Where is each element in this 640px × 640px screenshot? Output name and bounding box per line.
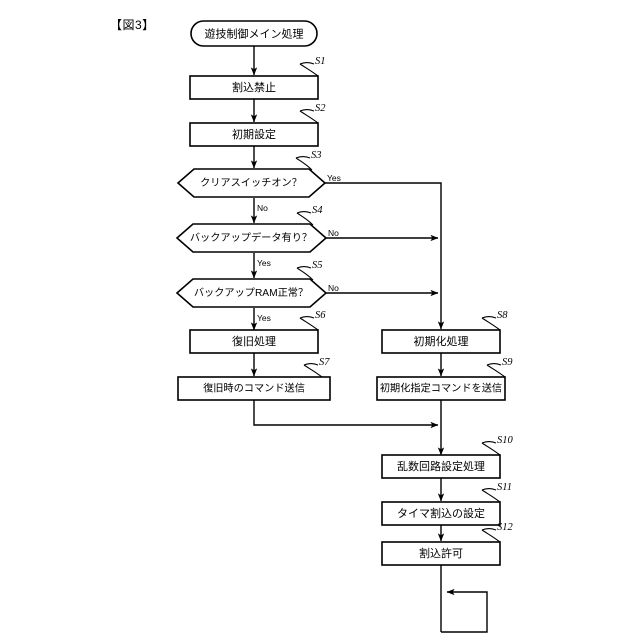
node-start: 遊技制御メイン処理 <box>190 20 318 47</box>
step-label-s10: S10 <box>497 435 514 446</box>
node-s12-label: 割込許可 <box>419 546 463 560</box>
node-s5-label: バックアップRAM正常？ <box>194 286 308 299</box>
step-label-s4: S4 <box>312 205 323 216</box>
step-label-s7: S7 <box>319 357 330 368</box>
node-s8: 初期化処理 S8 <box>381 310 508 354</box>
edge-label-s3-no: No <box>257 203 268 213</box>
node-s4: バックアップデータ有り？ S4 No Yes <box>175 205 339 268</box>
edge-s3-yes-to-right-rail <box>325 182 445 330</box>
node-s9: 初期化指定コマンドを送信 S9 <box>376 357 513 401</box>
node-s2-label: 初期設定 <box>232 127 276 141</box>
node-s12: 割込許可 S12 <box>381 522 514 566</box>
node-s11-label: タイマ割込の設定 <box>397 506 485 520</box>
node-s8-label: 初期化処理 <box>414 334 469 348</box>
node-s6: 復旧処理 S6 <box>189 310 326 354</box>
edge-loop-back <box>441 588 488 633</box>
step-label-s2: S2 <box>315 103 326 114</box>
node-s7: 復旧時のコマンド送信 S7 <box>177 357 331 401</box>
node-s5: バックアップRAM正常？ S5 No Yes <box>175 260 339 323</box>
node-s1-label: 割込禁止 <box>232 80 276 94</box>
edge-label-s5-yes: Yes <box>257 313 271 323</box>
node-s3-label: クリアスイッチオン？ <box>200 177 302 189</box>
edge-label-s4-no: No <box>328 228 339 238</box>
step-label-s11: S11 <box>497 482 512 493</box>
figure-number-label: 【図3】 <box>110 18 155 32</box>
node-s11: タイマ割込の設定 S11 <box>381 482 512 526</box>
step-label-s12: S12 <box>497 522 514 533</box>
node-s10: 乱数回路設定処理 S10 <box>381 435 514 479</box>
edge-label-s5-no: No <box>328 283 339 293</box>
edge-s7-merge-to-main <box>253 400 439 429</box>
edge-label-s4-yes: Yes <box>257 258 271 268</box>
node-s1: 割込禁止 S1 <box>189 56 326 100</box>
node-s7-label: 復旧時のコマンド送信 <box>203 382 305 395</box>
node-s6-label: 復旧処理 <box>232 335 276 348</box>
node-s3: クリアスイッチオン？ S3 Yes No <box>176 150 341 213</box>
step-label-s9: S9 <box>502 357 513 368</box>
step-label-s1: S1 <box>315 56 326 67</box>
step-label-s5: S5 <box>312 260 323 271</box>
node-s10-label: 乱数回路設定処理 <box>397 459 485 473</box>
node-start-label: 遊技制御メイン処理 <box>205 26 304 40</box>
step-label-s3: S3 <box>311 150 322 161</box>
edge-label-s3-yes: Yes <box>327 173 341 183</box>
step-label-s6: S6 <box>315 310 326 321</box>
step-label-s8: S8 <box>497 310 508 321</box>
node-s2: 初期設定 S2 <box>189 103 326 147</box>
node-s4-label: バックアップデータ有り？ <box>190 231 312 244</box>
node-s9-label: 初期化指定コマンドを送信 <box>380 382 502 395</box>
